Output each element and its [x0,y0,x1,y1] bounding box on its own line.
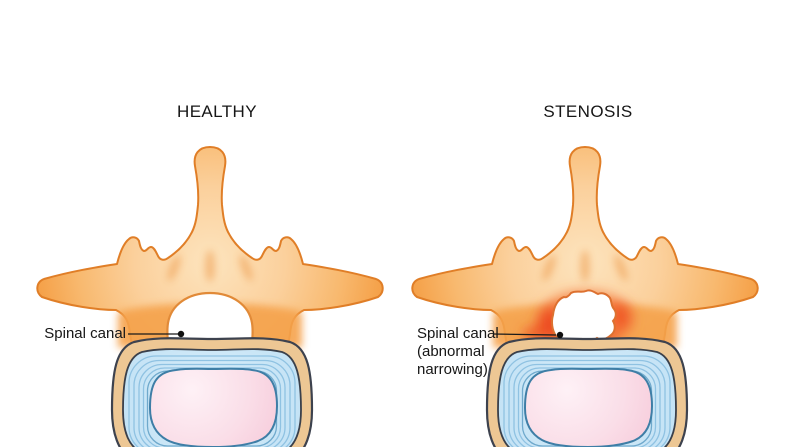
canal-label-stenosis-line2: (abnormal [417,343,485,360]
leader-line-stenosis [492,333,557,336]
leader-dot-stenosis [556,331,564,339]
canal-label-stenosis: Spinal canal (abnormal narrowing) [417,325,527,379]
leader-dot-healthy [177,330,185,338]
title-stenosis: STENOSIS [543,102,633,121]
canal-label-healthy-line1: Spinal canal [44,325,126,342]
disc-healthy [110,337,314,447]
canal-label-stenosis-line1: Spinal canal [417,325,499,342]
spinal-canal-healthy [166,291,254,354]
canal-label-stenosis-line3: narrowing) [417,361,488,378]
canal-label-healthy: Spinal canal [26,325,126,343]
title-healthy: HEALTHY [177,102,257,121]
